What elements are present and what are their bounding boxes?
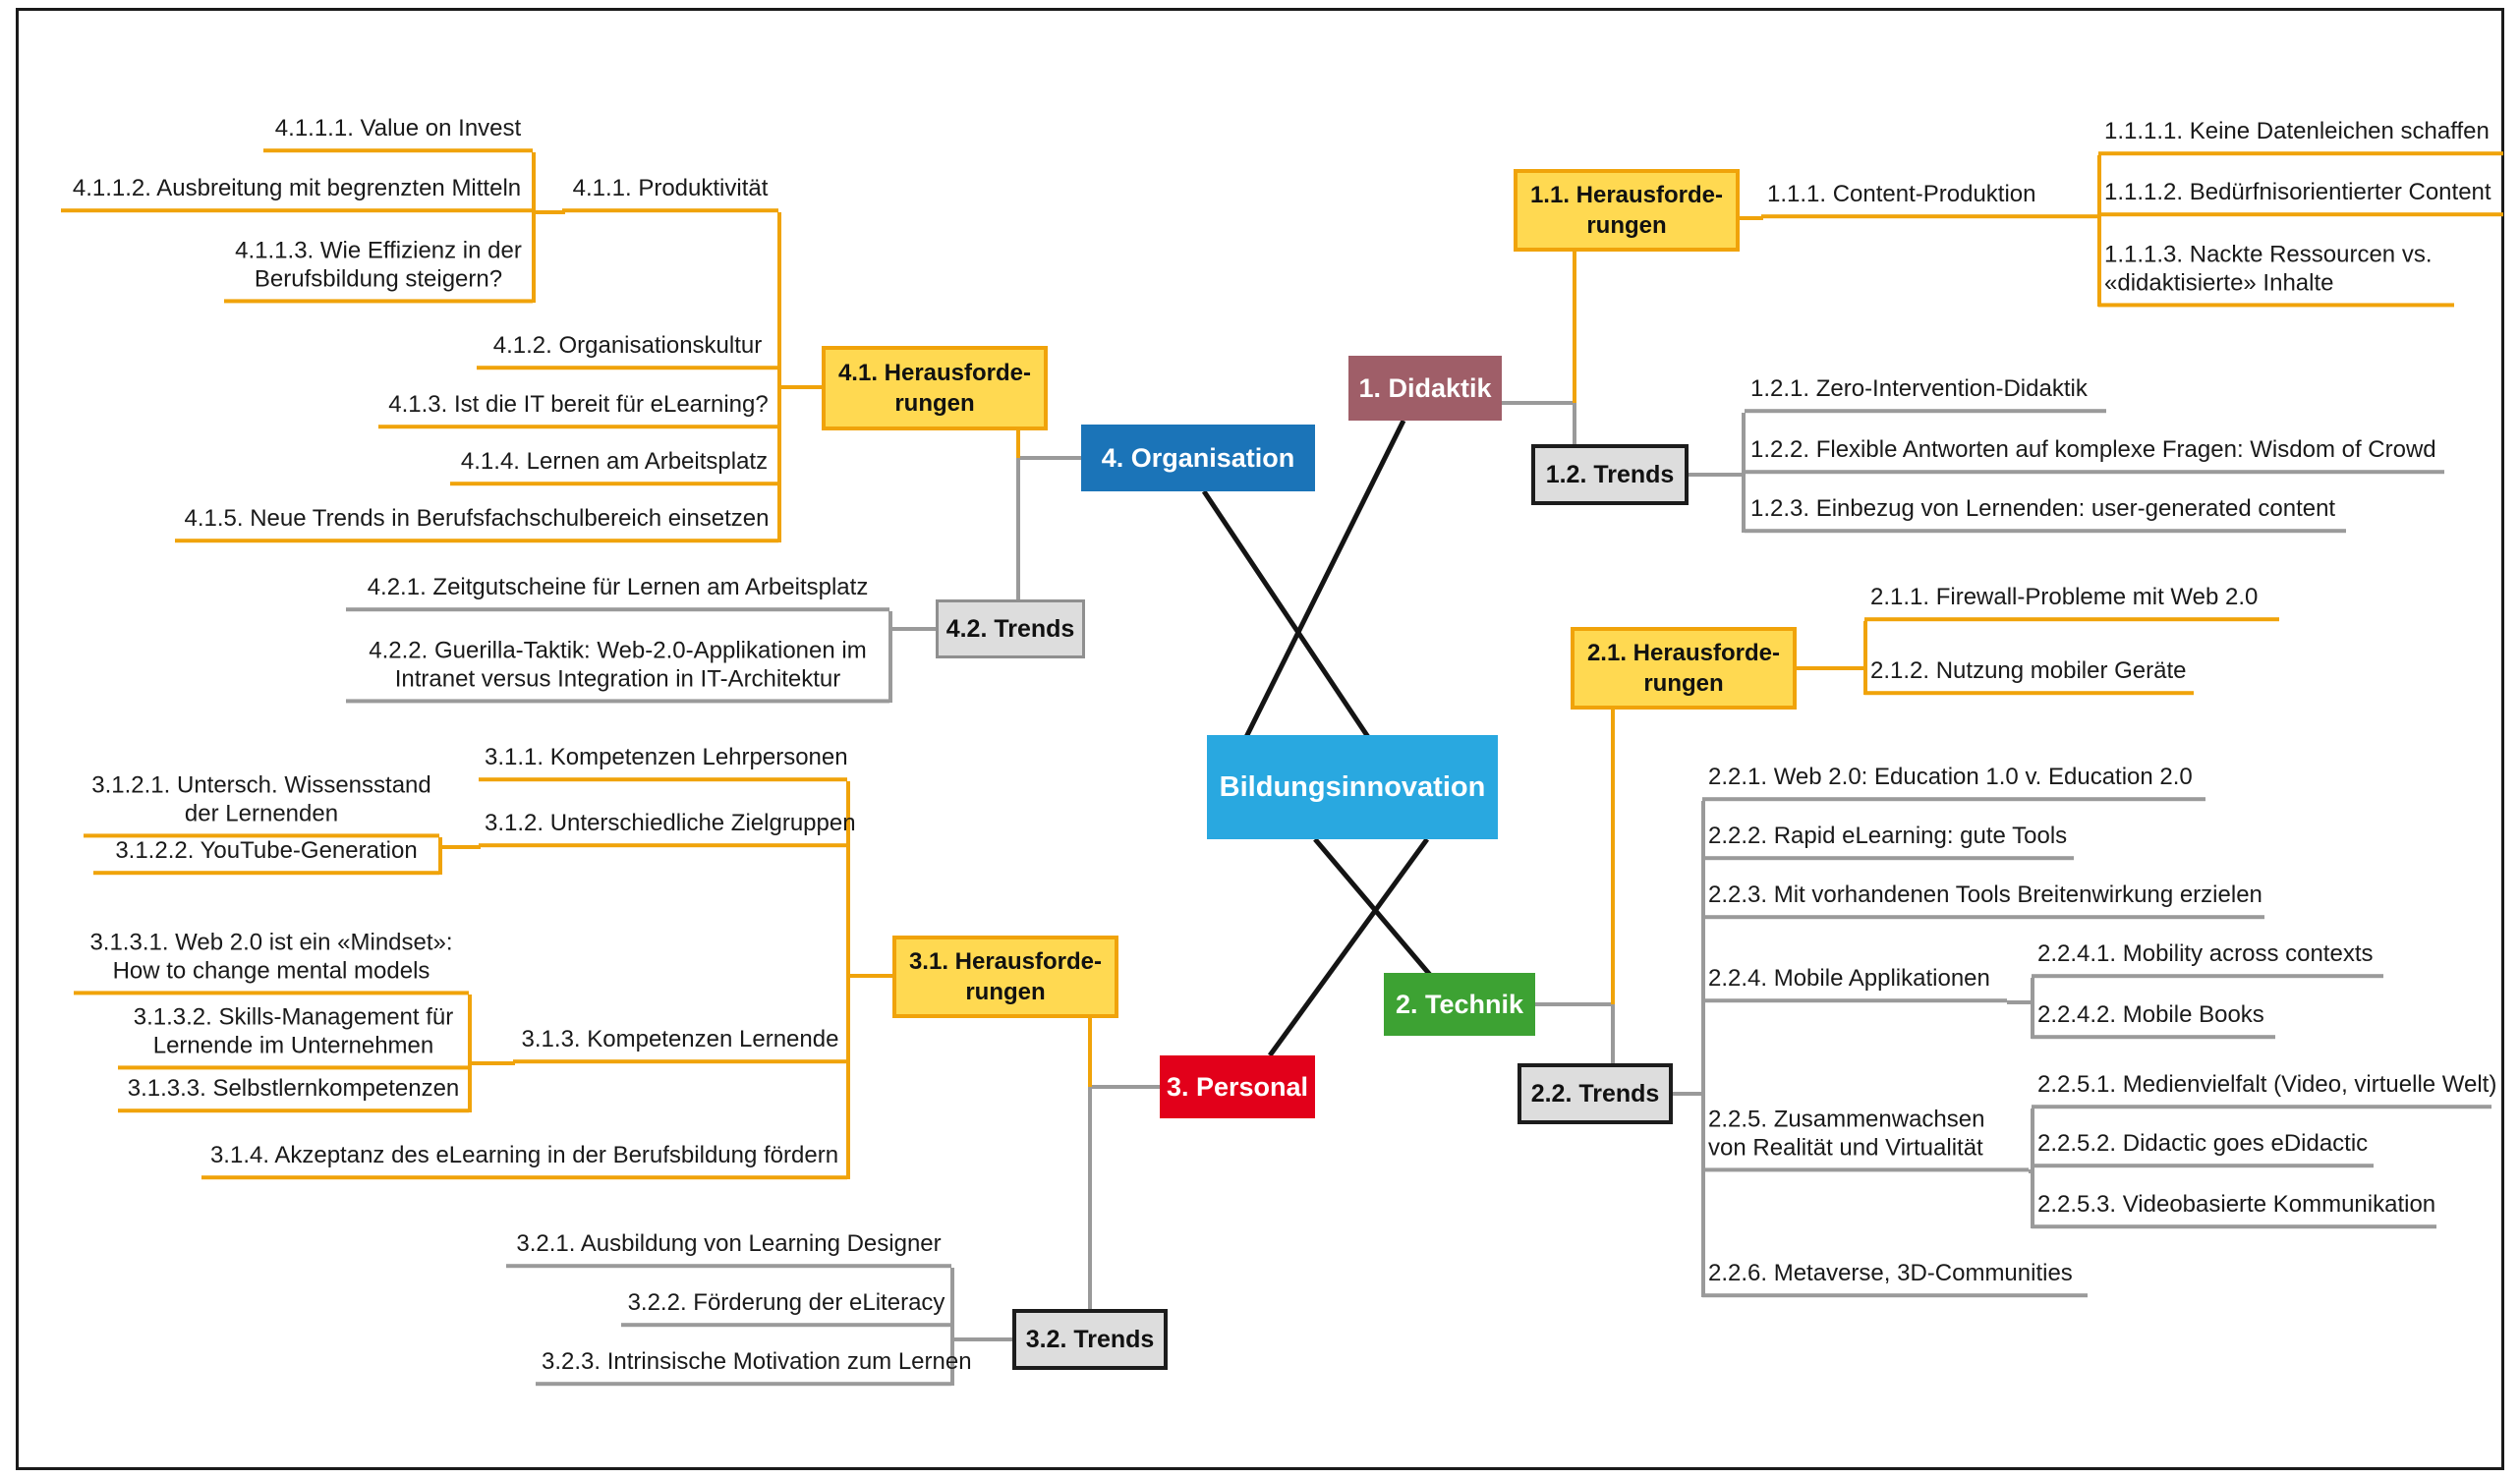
orange-connectors [438,152,2101,1179]
leaf-4-1-1-1: 4.1.1.1. Value on Invest [263,115,533,152]
node-trends-1-2: 1.2. Trends [1531,444,1689,505]
node-challenges-2-1: 2.1. Herausforde- rungen [1571,627,1797,710]
leaf-1-2-2: 1.2.2. Flexible Antworten auf komplexe F… [1745,436,2444,474]
leaf-2-2-4: 2.2.4. Mobile Applikationen [1702,965,2007,1002]
leaf-3-1-2-2: 3.1.2.2. YouTube-Generation [93,837,439,875]
node-didaktik: 1. Didaktik [1348,356,1502,421]
leaf-1-1-1-2: 1.1.1.2. Bedürfnisorientierter Content [2098,179,2503,216]
leaf-1-2-3: 1.2.3. Einbezug von Lernenden: user-gene… [1745,495,2346,533]
leaf-4-1-5: 4.1.5. Neue Trends in Berufsfachschulber… [175,505,778,542]
leaf-2-1-2: 2.1.2. Nutzung mobiler Geräte [1864,657,2194,695]
trunk-connectors [1201,419,1432,1057]
leaf-3-1-3-1: 3.1.3.1. Web 2.0 ist ein «Mindset»: How … [74,929,469,995]
leaf-4-1-1-2: 4.1.1.2. Ausbreitung mit begrenzten Mitt… [61,175,533,212]
node-challenges-1-1: 1.1. Herausforde- rungen [1514,169,1740,252]
node-organisation: 4. Organisation [1081,425,1315,491]
leaf-1-1-1: 1.1.1. Content-Produktion [1761,181,2100,218]
leaf-2-2-2: 2.2.2. Rapid eLearning: gute Tools [1702,823,2074,860]
leaf-1-1-1-3: 1.1.1.3. Nackte Ressourcen vs. «didaktis… [2098,241,2454,307]
gray-connectors [888,401,2034,1386]
leaf-3-1-1: 3.1.1. Kompetenzen Lehrpersonen [479,744,848,781]
leaf-3-1-4: 3.1.4. Akzeptanz des eLearning in der Be… [201,1142,847,1179]
leaf-3-1-2: 3.1.2. Unterschiedliche Zielgruppen [479,810,856,847]
leaf-2-2-5-2: 2.2.5.2. Didactic goes eDidactic [2032,1130,2374,1167]
leaf-2-2-5: 2.2.5. Zusammenwachsen von Realität und … [1702,1106,2029,1171]
leaf-3-1-3-2: 3.1.3.2. Skills-Management für Lernende … [118,1003,469,1069]
leaf-2-2-5-1: 2.2.5.1. Medienvielfalt (Video, virtuell… [2032,1071,2496,1108]
node-trends-2-2: 2.2. Trends [1518,1063,1673,1124]
leaf-2-2-6: 2.2.6. Metaverse, 3D-Communities [1702,1260,2088,1297]
leaf-3-2-2: 3.2.2. Förderung der eLiteracy [621,1289,951,1327]
node-personal: 3. Personal [1160,1055,1315,1118]
diagram-frame [16,8,2504,1470]
leaf-4-1-1: 4.1.1. Produktivität [562,175,778,212]
leaf-4-2-1: 4.2.1. Zeitgutscheine für Lernen am Arbe… [346,574,889,611]
leaf-2-2-3: 2.2.3. Mit vorhandenen Tools Breitenwirk… [1702,881,2264,919]
leaf-3-1-2-1: 3.1.2.1. Untersch. Wissensstand der Lern… [84,771,439,837]
node-trends-4-2: 4.2. Trends [936,599,1085,658]
leaf-2-2-4-2: 2.2.4.2. Mobile Books [2032,1001,2275,1039]
leaf-2-2-4-1: 2.2.4.1. Mobility across contexts [2032,940,2383,978]
node-technik: 2. Technik [1384,973,1535,1036]
leaf-1-2-1: 1.2.1. Zero-Intervention-Didaktik [1745,375,2106,413]
leaf-4-1-4: 4.1.4. Lernen am Arbeitsplatz [450,448,778,485]
leaf-4-1-3: 4.1.3. Ist die IT bereit für eLearning? [378,391,778,428]
leaf-2-2-1: 2.2.1. Web 2.0: Education 1.0 v. Educati… [1702,764,2205,801]
leaf-2-2-5-3: 2.2.5.3. Videobasierte Kommunikation [2032,1191,2436,1228]
node-challenges-3-1: 3.1. Herausforde- rungen [892,936,1118,1018]
center-node: Bildungsinnovation [1207,735,1498,839]
leaf-2-1-1: 2.1.1. Firewall-Probleme mit Web 2.0 [1864,584,2279,621]
leaf-4-1-1-3: 4.1.1.3. Wie Effizienz in der Berufsbild… [224,237,533,303]
leaf-4-2-2: 4.2.2. Guerilla-Taktik: Web-2.0-Applikat… [346,637,889,703]
leaf-3-1-3-3: 3.1.3.3. Selbstlernkompetenzen [118,1075,469,1112]
node-trends-3-2: 3.2. Trends [1012,1309,1168,1370]
leaf-3-2-3: 3.2.3. Intrinsische Motivation zum Lerne… [536,1348,972,1386]
leaf-3-1-3: 3.1.3. Kompetenzen Lernende [513,1026,847,1063]
node-challenges-4-1: 4.1. Herausforde- rungen [822,346,1048,430]
leaf-4-1-2: 4.1.2. Organisationskultur [477,332,778,370]
leaf-1-1-1-1: 1.1.1.1. Keine Datenleichen schaffen [2098,118,2503,155]
leaf-3-2-1: 3.2.1. Ausbildung von Learning Designer [506,1230,951,1268]
